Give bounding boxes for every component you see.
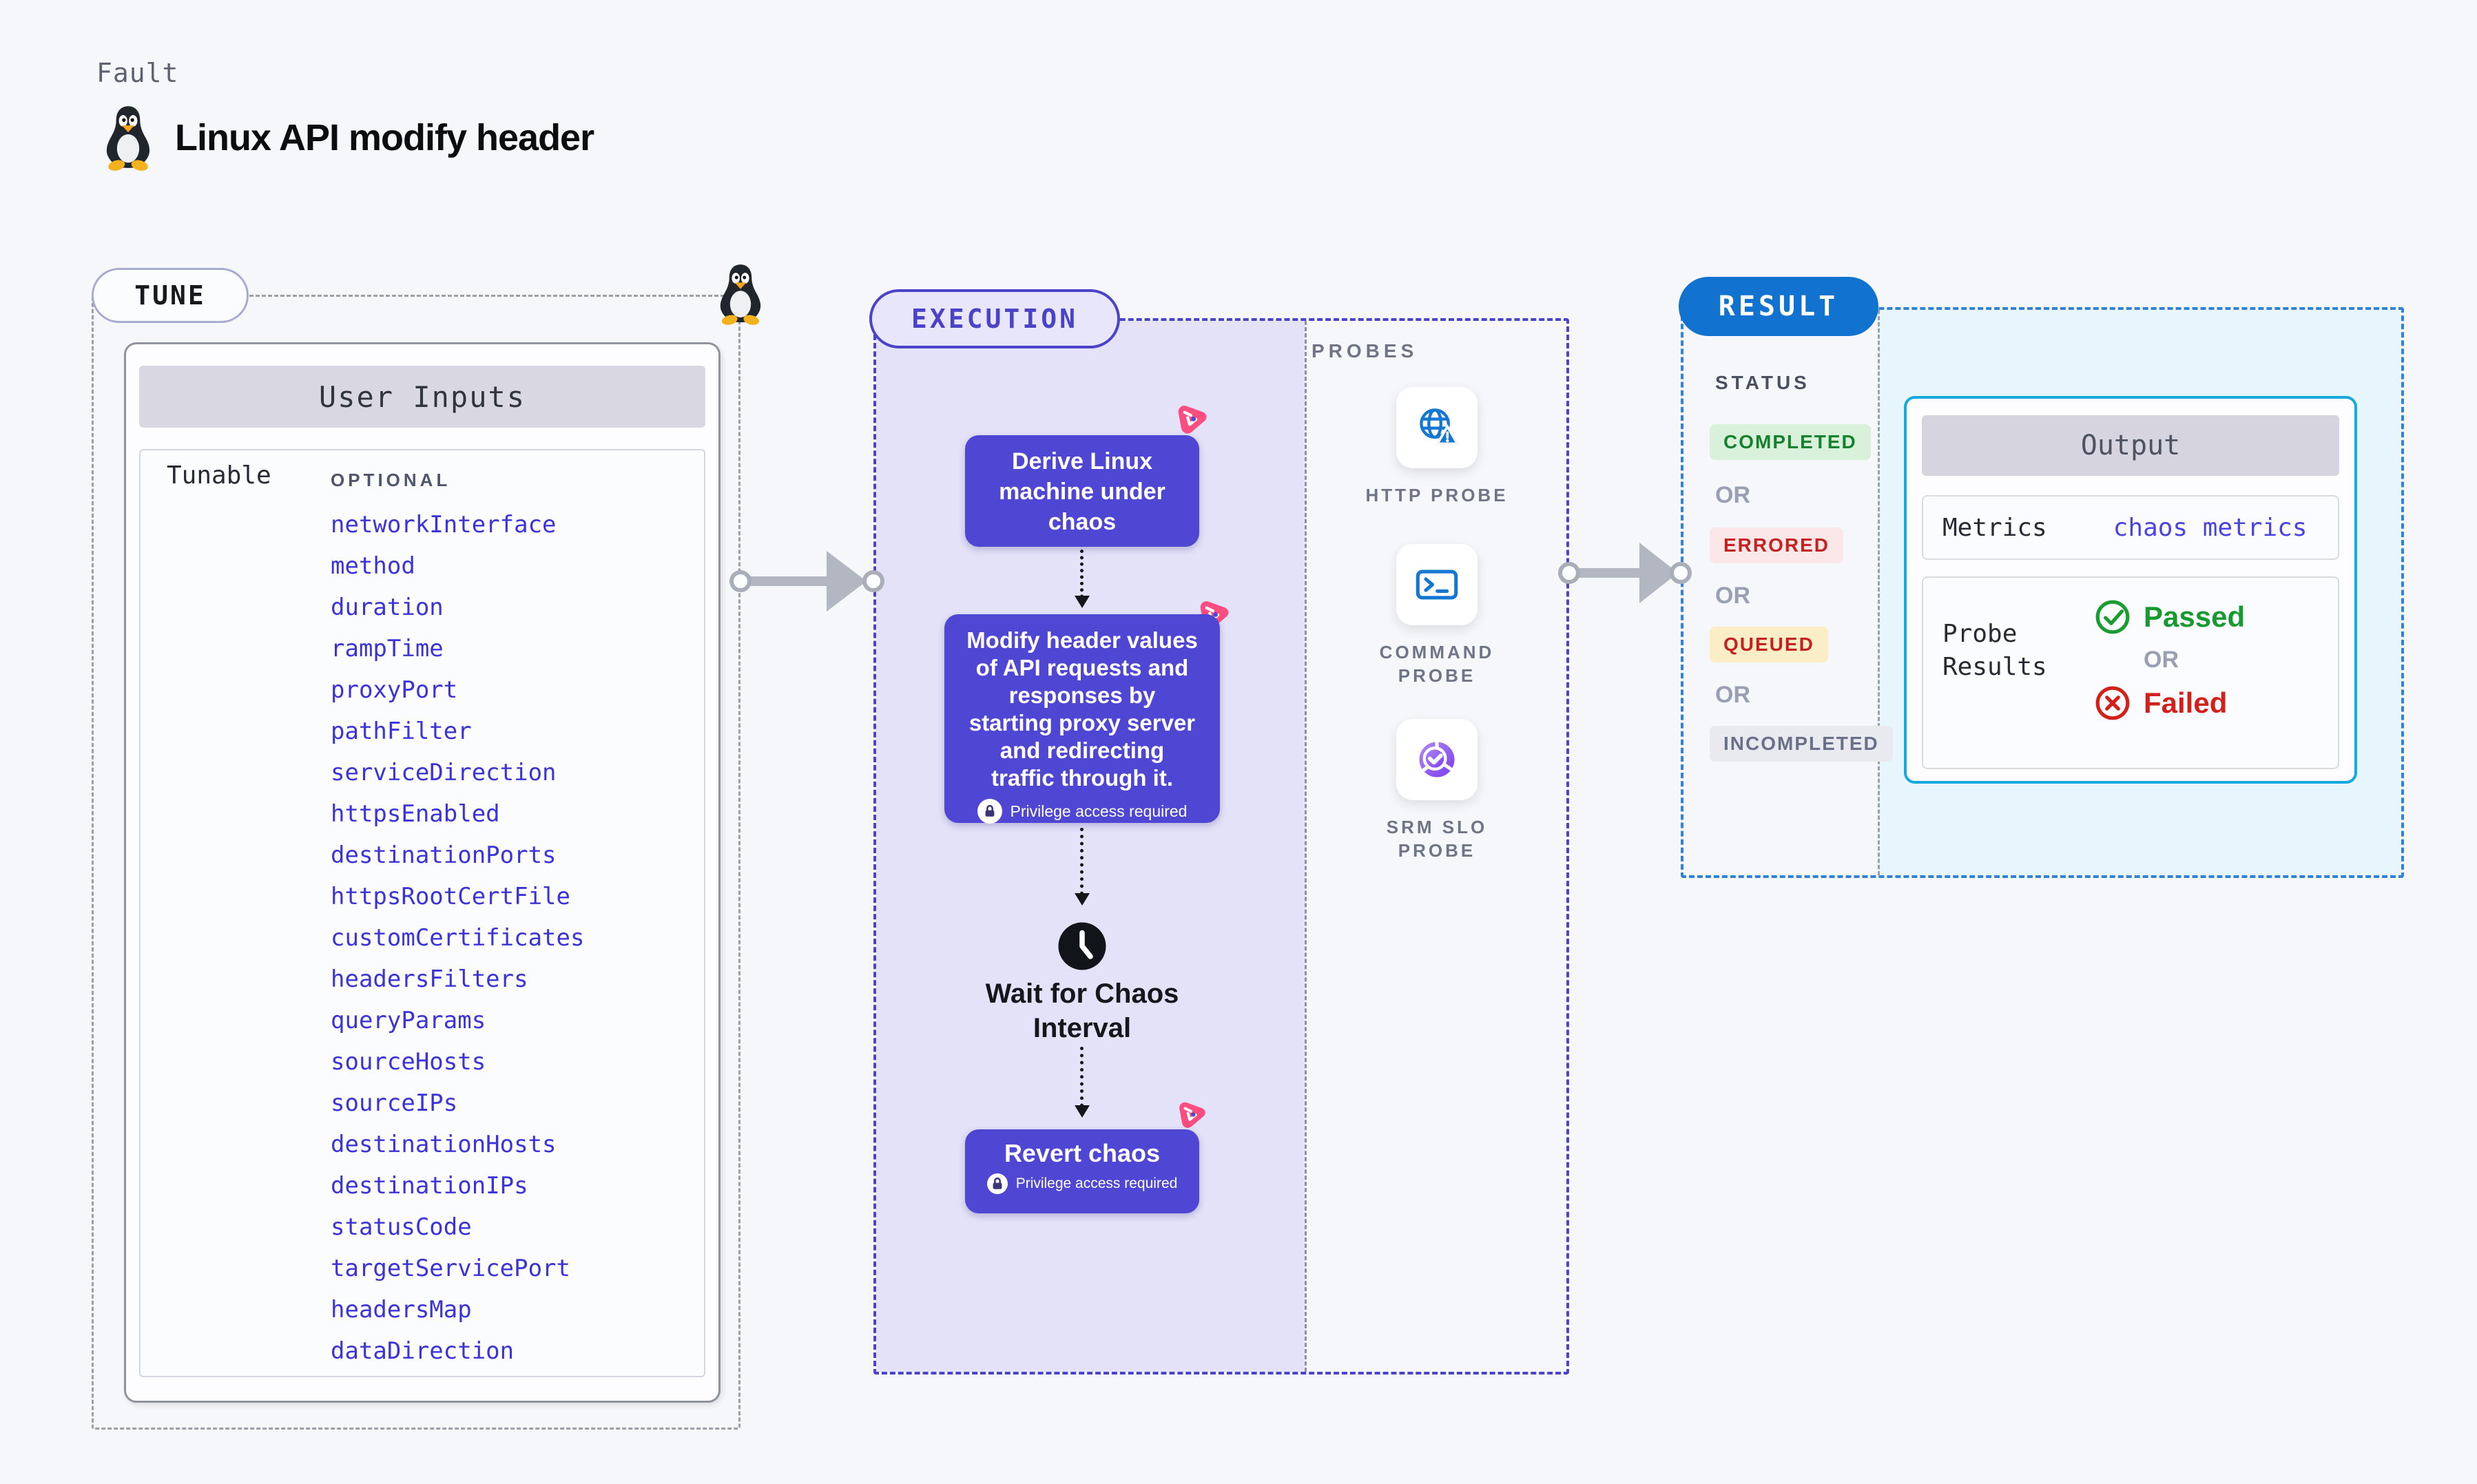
page-title: Linux API modify header [175, 117, 594, 158]
privilege-note-row: Privilege access required [965, 1173, 1199, 1194]
privilege-note: Privilege access required [1010, 802, 1188, 820]
tune-badge: TUNE [92, 268, 249, 323]
lock-icon [986, 1173, 1008, 1194]
connector-endpoint-circle [729, 570, 752, 592]
flow-arrow-down [1075, 550, 1090, 608]
metrics-value: chaos metrics [2113, 513, 2308, 542]
tunable-item: customCertificates [331, 924, 585, 952]
or-separator: OR [1715, 482, 1750, 508]
tunable-item: sourceIPs [331, 1089, 458, 1117]
chaos-logo-icon [1174, 402, 1208, 437]
wait-for-chaos-label: Wait for Chaos Interval [985, 979, 1179, 1043]
probes-section-label: PROBES [1312, 340, 1418, 362]
terminal-icon [1416, 569, 1458, 600]
passed-row: Passed [2094, 598, 2245, 636]
tunable-item: proxyPort [331, 676, 458, 704]
passed-label: Passed [2144, 600, 2246, 633]
flow-arrow-down [1075, 1047, 1090, 1118]
http-probe-label: HTTP PROBE [1365, 485, 1509, 505]
tunable-item: serviceDirection [331, 759, 557, 786]
title-row: Linux API modify header [102, 105, 594, 171]
linux-tux-icon-small [716, 263, 765, 325]
slo-donut-icon [1419, 741, 1455, 777]
tunable-item: pathFilter [331, 718, 472, 745]
srm-slo-probe-label: SRM SLO PROBE [1386, 817, 1488, 861]
tune-to-execution-connector [747, 576, 830, 586]
tunable-item: method [331, 552, 415, 580]
failed-row: Failed [2094, 684, 2245, 722]
tunable-item: statusCode [331, 1213, 472, 1241]
tune-section-outline [92, 295, 740, 1430]
tunable-item: destinationIPs [331, 1172, 528, 1200]
linux-tux-icon [102, 105, 154, 171]
result-divider [1878, 310, 1880, 875]
tunable-item: httpsRootCertFile [331, 883, 570, 910]
tunable-item: sourceHosts [331, 1048, 486, 1076]
status-badge-completed: COMPLETED [1710, 424, 1871, 460]
http-probe-card [1396, 387, 1478, 468]
status-badge-incompleted: INCOMPLETED [1710, 726, 1893, 762]
step-revert-chaos: Revert chaos Privilege access required [965, 1129, 1199, 1213]
tune-to-execution-arrowhead [827, 551, 867, 612]
output-card: Output Metrics chaos metrics Probe Resul… [1904, 396, 2357, 784]
status-label: STATUS [1715, 372, 1810, 393]
output-title: Output [1922, 415, 2339, 476]
tunable-list: networkInterface method duration rampTime pr… [331, 504, 584, 1372]
tunable-item: duration [331, 594, 444, 621]
tunable-item: destinationPorts [331, 842, 557, 869]
tunable-item: rampTime [331, 635, 444, 662]
tunable-item: httpsEnabled [331, 800, 500, 828]
probe-results-verdicts: Passed OR Failed [2094, 598, 2245, 722]
check-circle-icon [2095, 600, 2130, 634]
fault-kicker: Fault [96, 58, 179, 88]
or-separator: OR [2144, 647, 2179, 673]
tunable-item: destinationHosts [331, 1131, 557, 1158]
or-separator: OR [1715, 682, 1750, 708]
metrics-label: Metrics [1942, 513, 2047, 542]
command-probe-label: COMMAND PROBE [1379, 642, 1495, 686]
status-badge-errored: ERRORED [1710, 527, 1844, 563]
x-circle-icon [2095, 686, 2130, 720]
probe-results-row: Probe Results Passed OR Failed [1922, 576, 2339, 769]
chaos-logo-icon [1175, 1099, 1207, 1131]
tunable-item: networkInterface [331, 511, 557, 539]
connector-endpoint-circle [1670, 562, 1692, 584]
clock-icon [1058, 922, 1106, 970]
step-derive-machine: Derive Linux machine under chaos [965, 435, 1199, 547]
status-badge-queued: QUEUED [1710, 627, 1828, 662]
tunables-panel [139, 449, 705, 1377]
tunable-item: headersMap [331, 1296, 472, 1324]
step-modify-header-text: Modify header values of API requests and… [966, 627, 1198, 791]
tunable-item: targetServicePort [331, 1255, 570, 1282]
command-probe-card [1396, 544, 1478, 625]
step-revert-chaos-text: Revert chaos [1004, 1139, 1161, 1167]
result-badge: RESULT [1679, 277, 1878, 336]
globe-alert-icon [1420, 408, 1460, 446]
tunable-item: dataDirection [331, 1337, 515, 1365]
srm-slo-probe-card [1396, 719, 1478, 800]
connector-endpoint-circle [1558, 562, 1580, 584]
privilege-note-row: Privilege access required [944, 797, 1220, 825]
step-modify-header: Modify header values of API requests and… [944, 614, 1220, 825]
metrics-row: Metrics chaos metrics [1922, 495, 2339, 560]
tunable-row-label: Tunable [167, 461, 271, 490]
probe-results-label: Probe Results [1942, 620, 2047, 681]
execution-probes-divider [1305, 321, 1307, 1372]
lock-icon [977, 799, 1002, 824]
execution-badge: EXECUTION [869, 289, 1120, 348]
connector-endpoint-circle [862, 570, 884, 592]
tunable-item: queryParams [331, 1007, 486, 1034]
optional-column-label: OPTIONAL [331, 470, 451, 490]
flow-arrow-down [1075, 828, 1090, 906]
probes-to-result-connector [1577, 568, 1644, 578]
user-inputs-title: User Inputs [139, 366, 705, 428]
privilege-note: Privilege access required [1015, 1175, 1178, 1191]
failed-label: Failed [2144, 687, 2228, 719]
tunable-item: headersFilters [331, 965, 528, 993]
or-separator: OR [1715, 583, 1750, 609]
